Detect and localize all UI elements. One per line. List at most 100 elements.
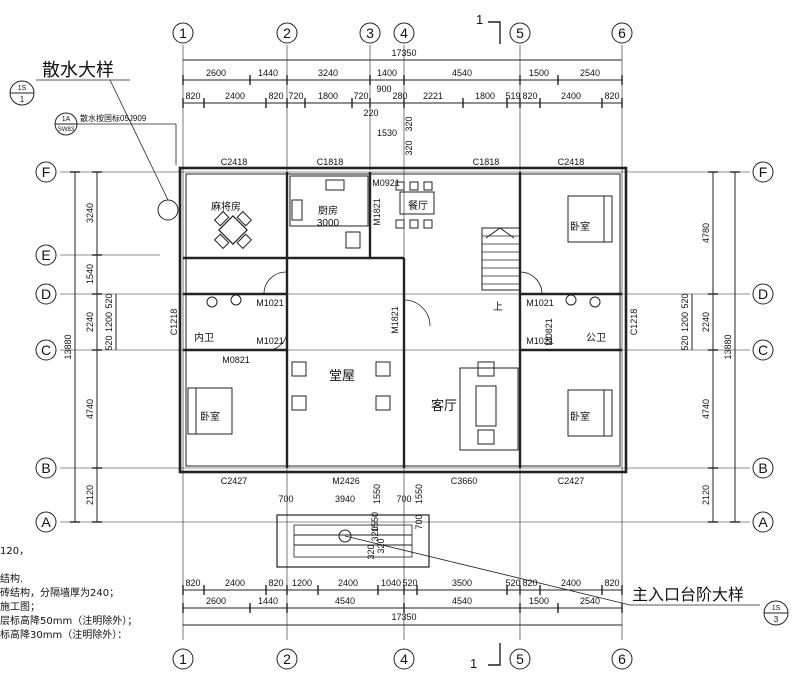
note-line: 120，: [0, 546, 30, 557]
room-mahjong: 麻将房: [211, 200, 241, 213]
dim-top-r2: 2221: [423, 91, 443, 101]
dim-bottom-r1: 2400: [561, 578, 581, 588]
dim-porch: 700: [396, 494, 411, 504]
note-line: 砖结构，分隔墙厚为240；: [0, 588, 120, 599]
dim-top-r1: 4540: [452, 68, 472, 78]
dim-bottom-r1: 520: [505, 578, 520, 588]
dim-porch: 700: [278, 494, 293, 504]
dim-step: 320: [376, 538, 386, 553]
dim-top-extra: 220: [363, 108, 378, 118]
door-label: M1021: [526, 298, 554, 308]
dim-right-inner: 4740: [701, 399, 711, 419]
axis-label-D: D: [41, 286, 51, 302]
axis-label-A-right: A: [758, 514, 768, 530]
axis-label-5: 5: [516, 25, 524, 41]
apron-note-ref-bottom: SW83: [58, 127, 75, 133]
dim-right-inner: 4780: [701, 223, 711, 243]
axis-label-1-bottom: 1: [179, 651, 187, 667]
axis-label-A: A: [41, 514, 51, 530]
dim-bottom-r1: 820: [522, 578, 537, 588]
dim-bottom-r1: 820: [185, 578, 200, 588]
window-label: C1218: [629, 309, 639, 336]
axis-label-C: C: [41, 342, 51, 358]
dim-right-small: 520: [680, 335, 690, 350]
axis-label-3: 3: [366, 25, 374, 41]
dim-bottom-r1: 3500: [452, 578, 472, 588]
window-label: C1818: [317, 157, 344, 167]
room-dining: 餐厅: [408, 199, 428, 212]
dim-top-r2: 519: [505, 91, 520, 101]
dim-top-extra: 900: [376, 84, 391, 94]
door-label: M1821: [390, 306, 400, 334]
dim-bottom-r1: 2400: [338, 578, 358, 588]
dim-right-overall: 13880: [723, 334, 733, 359]
note-line: 标高降30mm（注明除外）：: [0, 630, 128, 641]
axis-label-B: B: [41, 460, 50, 476]
dim-top-r2: 1800: [475, 91, 495, 101]
door-label: M1821: [372, 198, 382, 226]
room-living: 客厅: [431, 398, 457, 413]
dim-top-r1: 1440: [258, 68, 278, 78]
section-mark-top: 1: [476, 12, 483, 27]
dim-bottom-r2: 2540: [580, 596, 600, 606]
axis-label-1: 1: [179, 25, 187, 41]
window-label: C1818: [473, 157, 500, 167]
dim-left-inner: 4740: [85, 399, 95, 419]
dim-bottom-r1: 520: [402, 578, 417, 588]
dim-bottom-r1: 2400: [225, 578, 245, 588]
dim-top-r2: 720: [288, 91, 303, 101]
dim-bottom-r2: 4540: [335, 596, 355, 606]
dim-right-small: 1200: [680, 312, 690, 332]
axis-label-D-right: D: [758, 286, 768, 302]
door-label: M1021: [256, 298, 284, 308]
note-line: [0, 559, 180, 573]
dim-left-small: 520: [104, 293, 114, 308]
dim-bottom-r1: 820: [268, 578, 283, 588]
dim-bottom-overall: 17350: [391, 612, 416, 622]
dim-step: 320: [366, 544, 376, 559]
axis-label-2: 2: [283, 25, 291, 41]
door-label: M2426: [332, 476, 360, 486]
dim-top-r2: 820: [185, 91, 200, 101]
dim-bottom-r1: 1200: [292, 578, 312, 588]
dim-top-r2: 820: [522, 91, 537, 101]
dim-step: 1550: [370, 512, 380, 532]
design-notes: 120， 结构. 砖结构，分隔墙厚为240； 施工图； 层标高降50mm（注明除…: [0, 545, 180, 643]
dim-step: 320: [370, 526, 380, 541]
dim-left-inner: 2240: [85, 312, 95, 332]
dim-left-inner: 1540: [85, 264, 95, 284]
window-label: C2427: [221, 476, 248, 486]
dim-left-small: 520: [104, 335, 114, 350]
dim-top-r2: 2400: [561, 91, 581, 101]
window-label: C2427: [558, 476, 585, 486]
dim-porch: 3940: [335, 494, 355, 504]
room-public-bath: 公卫: [586, 333, 606, 344]
dim-top-r1: 1500: [529, 68, 549, 78]
room-kitchen-area: 3000: [317, 218, 340, 229]
dim-bottom-r1: 1040: [381, 578, 401, 588]
dim-top-r1: 3240: [318, 68, 338, 78]
room-bedroom-tr: 卧室: [570, 220, 590, 233]
room-kitchen: 厨房: [318, 204, 338, 217]
section-mark-bottom: 1: [470, 656, 477, 671]
dim-left-inner: 3240: [85, 203, 95, 223]
door-label: M0821: [222, 355, 250, 365]
window-label: C3660: [451, 476, 478, 486]
axis-label-5-bottom: 5: [516, 651, 524, 667]
steps-detail-title: 主入口台阶大样: [632, 586, 744, 604]
dim-top-r2: 820: [604, 91, 619, 101]
dim-top-r1: 2540: [580, 68, 600, 78]
dim-right-inner: 2240: [701, 312, 711, 332]
door-label: M0821: [544, 318, 554, 346]
door-label: M1021: [256, 336, 284, 346]
dim-porch: 700: [414, 514, 424, 529]
dim-porch: 1550: [372, 484, 382, 504]
dim-top-r2: 820: [268, 91, 283, 101]
room-inner-bath: 内卫: [194, 331, 214, 344]
dim-right-inner: 2120: [701, 485, 711, 505]
window-label: C2418: [558, 157, 585, 167]
dim-right-small: 520: [680, 293, 690, 308]
note-line: 施工图；: [0, 602, 40, 613]
axis-label-E: E: [41, 247, 50, 263]
axis-label-C-right: C: [758, 342, 768, 358]
